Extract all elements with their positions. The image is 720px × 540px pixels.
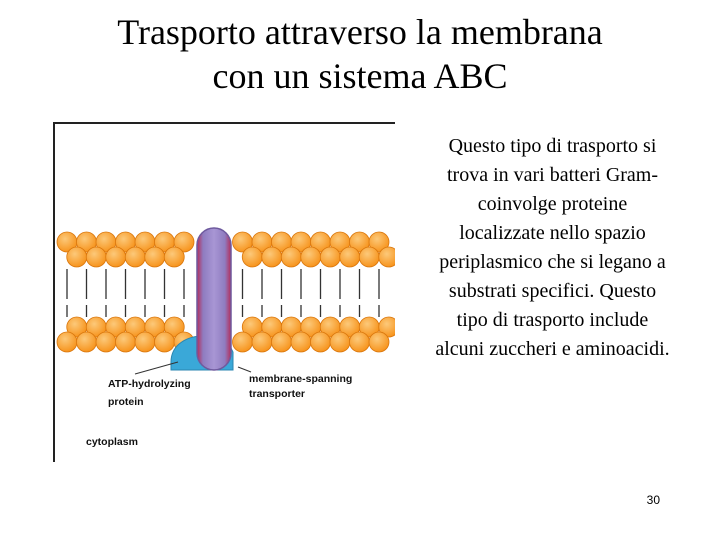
description-text: Questo tipo di trasporto si trova in var… [435, 135, 670, 360]
lipid-head-inner-lower [134, 331, 156, 353]
lipid-head-outer-lower [144, 246, 166, 268]
lipid-head-outer-lower [339, 246, 361, 268]
slide-title: Trasporto attraverso la membrana con un … [0, 10, 720, 98]
lipid-head-inner-lower [115, 331, 136, 353]
lipid-head-inner-upper [163, 316, 185, 338]
lipid-head-outer-lower [124, 246, 146, 268]
lipid-head-inner-lower [271, 331, 292, 353]
page-number: 30 [646, 493, 660, 507]
atp-protein-label-line1: ATP-hydrolyzing [108, 378, 191, 390]
transporter-leader-line [237, 366, 252, 373]
lipid-head-outer-upper [368, 231, 390, 253]
lipid-tails-inner [66, 305, 380, 317]
title-line-2: con un sistema ABC [212, 56, 508, 96]
lipid-head-outer-lower [300, 246, 322, 268]
lipid-head-outer-lower [85, 246, 107, 268]
lipid-head-outer-lower [66, 246, 88, 268]
lipid-heads [56, 231, 400, 353]
lipid-head-outer-upper [173, 231, 195, 253]
lipid-head-inner-lower [76, 331, 97, 353]
lipid-head-outer-lower [378, 246, 400, 268]
cytoplasm-label: cytoplasm [86, 436, 138, 448]
lipid-tails-outer [66, 269, 380, 299]
lipid-head-outer-lower [105, 246, 127, 268]
membrane-diagram: ATP-hydrolyzing protein membrane-spannin… [53, 122, 400, 462]
lipid-head-inner-lower [95, 331, 117, 353]
lipid-head-inner-lower [251, 331, 273, 353]
lipid-head-outer-lower [241, 246, 263, 268]
title-line-1: Trasporto attraverso la membrana [117, 12, 603, 52]
lipid-head-inner-lower [290, 331, 312, 353]
lipid-head-outer-lower [261, 246, 283, 268]
transporter-label-line2: transporter [249, 388, 305, 400]
lipid-head-inner-lower [154, 331, 175, 353]
membrane-spanning-transporter-shape [196, 227, 232, 371]
lipid-head-outer-lower [319, 246, 341, 268]
transporter-label-line1: membrane-spanning [249, 373, 352, 385]
membrane-diagram-svg: ATP-hydrolyzing protein membrane-spannin… [53, 122, 400, 462]
lipid-head-inner-lower [56, 331, 78, 353]
lipid-head-outer-lower [280, 246, 302, 268]
lipid-head-outer-lower [358, 246, 380, 268]
lipid-head-inner-lower [368, 331, 390, 353]
lipid-head-inner-lower [232, 331, 253, 353]
lipid-head-outer-lower [163, 246, 185, 268]
atp-protein-label-line2: protein [108, 396, 144, 408]
lipid-head-inner-lower [329, 331, 351, 353]
lipid-head-inner-lower [349, 331, 370, 353]
lipid-head-inner-lower [310, 331, 331, 353]
atp-protein-leader-line [134, 361, 179, 375]
